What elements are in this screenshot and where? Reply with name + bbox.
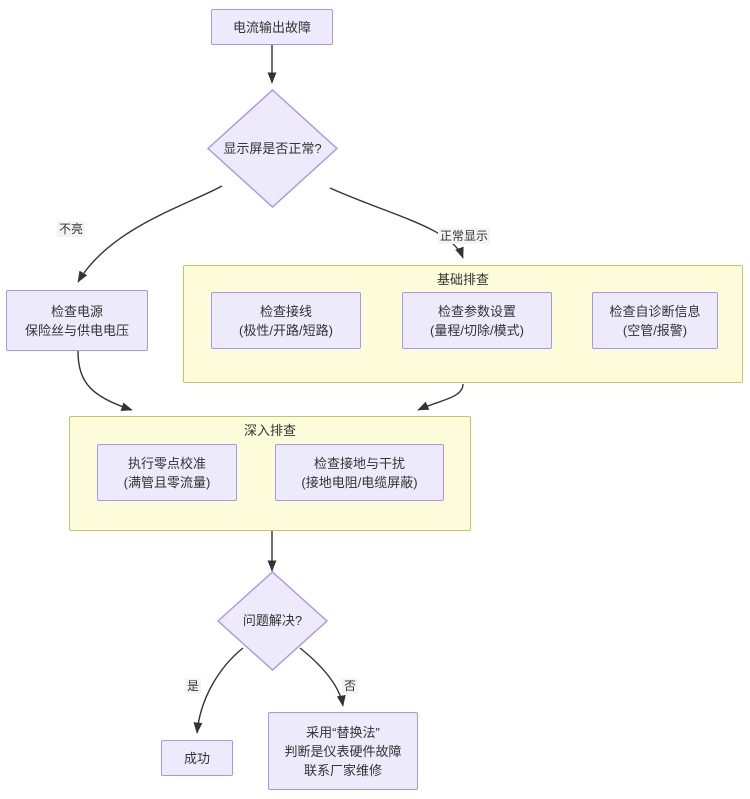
node-check-params-line2: (量程/切除/模式) xyxy=(430,322,524,338)
node-check-wiring-line1: 检查接线 xyxy=(259,303,312,319)
node-zero-calibration[interactable]: 执行零点校准 (满管且零流量) xyxy=(97,444,237,501)
node-decision-display-normal[interactable]: 显示屏是否正常? xyxy=(207,89,338,208)
node-check-grounding-line2: (接地电阻/电缆屏蔽) xyxy=(301,474,418,490)
node-check-power-supply[interactable]: 检查电源 保险丝与供电电压 xyxy=(6,290,148,351)
node-check-wiring[interactable]: 检查接线 (极性/开路/短路) xyxy=(211,292,361,349)
node-decision-solved-label: 问题解决? xyxy=(242,613,303,628)
edge-label-not-lit: 不亮 xyxy=(57,221,86,237)
node-check-selfdiagnosis-line1: 检查自诊断信息 xyxy=(609,303,701,319)
edge-basic-to-deep xyxy=(417,383,464,411)
subgraph-basic-title: 基础排查 xyxy=(436,272,489,287)
node-check-wiring-line2: (极性/开路/短路) xyxy=(239,322,333,338)
node-check-params-line1: 检查参数设置 xyxy=(437,303,516,319)
diamond-shape-solved xyxy=(217,571,328,671)
node-zero-calibration-line2: (满管且零流量) xyxy=(123,474,211,490)
node-replacement-method[interactable]: 采用“替换法” 判断是仪表硬件故障 联系厂家维修 xyxy=(268,712,418,790)
node-decision-problem-solved[interactable]: 问题解决? xyxy=(217,571,328,671)
edge-label-no: 否 xyxy=(342,678,359,694)
node-decision-display-label: 显示屏是否正常? xyxy=(223,140,322,156)
node-check-power-line2: 保险丝与供电电压 xyxy=(24,322,129,338)
edge-label-yes: 是 xyxy=(185,678,202,694)
node-check-power-line1: 检查电源 xyxy=(50,303,103,319)
diamond-shape-display xyxy=(207,89,338,208)
node-start-label: 电流输出故障 xyxy=(232,19,311,35)
node-success-label: 成功 xyxy=(183,750,210,766)
edge-display-to-basic xyxy=(329,187,464,259)
node-check-grounding[interactable]: 检查接地与干扰 (接地电阻/电缆屏蔽) xyxy=(275,444,444,501)
edge-power-to-deep xyxy=(77,350,133,412)
subgraph-deep-title: 深入排查 xyxy=(243,423,296,438)
node-check-selfdiagnosis[interactable]: 检查自诊断信息 (空管/报警) xyxy=(592,292,718,349)
node-check-grounding-line1: 检查接地与干扰 xyxy=(313,455,405,471)
node-replacement-line2: 判断是仪表硬件故障 xyxy=(284,743,402,759)
node-zero-calibration-line1: 执行零点校准 xyxy=(127,455,206,471)
node-replacement-line3: 联系厂家维修 xyxy=(303,762,382,778)
node-check-selfdiagnosis-line2: (空管/报警) xyxy=(622,322,688,338)
node-replacement-line1: 采用“替换法” xyxy=(306,724,380,740)
edge-label-normal-display: 正常显示 xyxy=(438,228,491,244)
node-success[interactable]: 成功 xyxy=(161,740,233,776)
node-start-current-output-fault[interactable]: 电流输出故障 xyxy=(211,9,333,45)
node-check-params[interactable]: 检查参数设置 (量程/切除/模式) xyxy=(402,292,552,349)
